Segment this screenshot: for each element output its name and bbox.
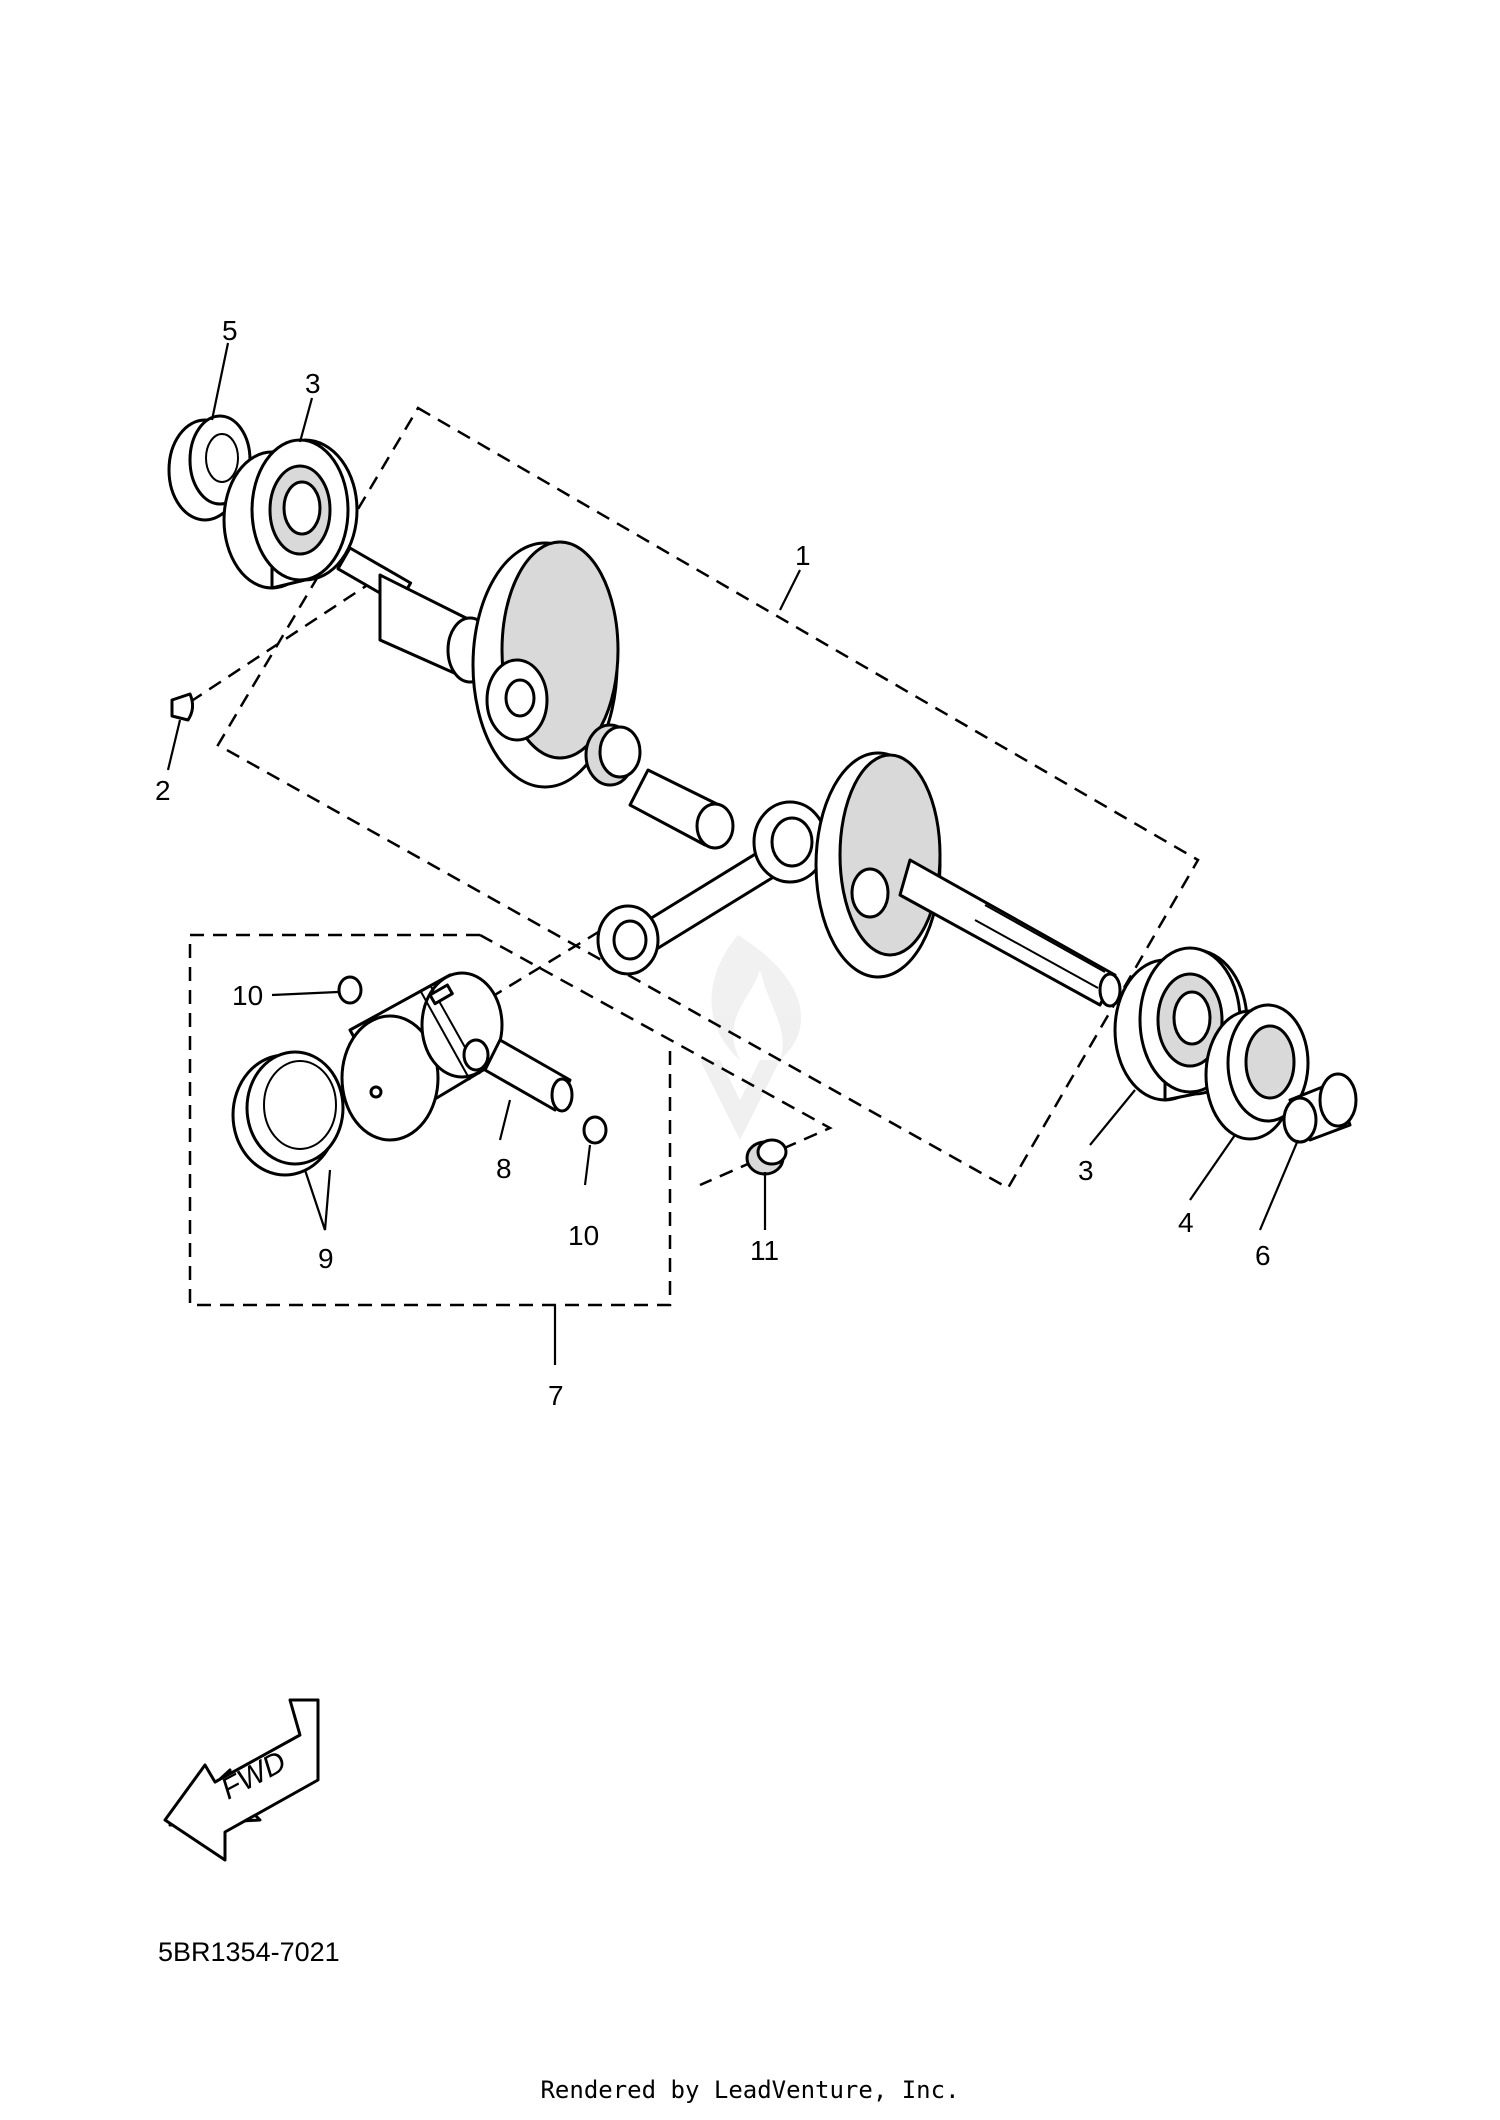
- crankshaft-assembly-outline: [216, 406, 1200, 1190]
- collar: [1282, 1072, 1358, 1144]
- piston-assembly-outline-upper: [479, 933, 833, 1187]
- callout-9: 9: [318, 1243, 334, 1274]
- callout-2: 2: [155, 775, 171, 806]
- leader-6: [1258, 1139, 1300, 1231]
- crank-pin: [628, 768, 735, 850]
- leader-10a: [271, 990, 339, 997]
- callout-7: 7: [548, 1380, 564, 1411]
- leader-3b: [1089, 1089, 1136, 1146]
- callout-11: 11: [750, 1235, 779, 1266]
- key-guide-line: [189, 576, 379, 704]
- needle-bearing-small-end: [745, 1138, 788, 1176]
- connecting-rod: [596, 800, 828, 976]
- bearing-right: [1113, 946, 1249, 1102]
- callout-10-lower: 10: [568, 1220, 599, 1251]
- fwd-arrow-icon: [163, 1698, 320, 1862]
- woodruff-key: [170, 692, 195, 722]
- crankshaft-left-half: [336, 540, 620, 789]
- diagram-code: 5BR1354-7021: [158, 1937, 340, 1967]
- leader-9: [303, 1169, 332, 1231]
- bearing-left: [222, 438, 359, 590]
- callout-10-upper: 10: [232, 980, 263, 1011]
- oil-seal-right: [1204, 1003, 1310, 1141]
- leader-3a: [298, 397, 314, 443]
- leader-1: [779, 569, 801, 611]
- callout-8: 8: [496, 1153, 512, 1184]
- rendered-by-footer: Rendered by LeadVenture, Inc.: [540, 2076, 960, 2104]
- piston-pin: [483, 1038, 574, 1113]
- leader-4: [1189, 1134, 1236, 1201]
- leader-10b: [583, 1144, 592, 1186]
- piston-rings: [231, 1050, 345, 1177]
- circlip-upper: [337, 975, 363, 1005]
- callout-1: 1: [795, 540, 811, 571]
- circlip-lower: [582, 1115, 608, 1145]
- crankshaft-right-half: [814, 751, 1122, 1008]
- leader-8: [498, 1099, 512, 1141]
- piston-assembly-outline: [188, 933, 672, 1307]
- callout-3-right: 3: [1078, 1155, 1094, 1186]
- piston: [340, 971, 504, 1142]
- needle-bearing-big-end: [584, 723, 642, 787]
- callout-6: 6: [1255, 1240, 1271, 1271]
- leader-2: [166, 719, 182, 771]
- callout-4: 4: [1178, 1207, 1194, 1238]
- callout-3-left: 3: [305, 368, 321, 399]
- leader-5: [210, 342, 230, 421]
- callout-5: 5: [222, 315, 238, 346]
- oil-seal-left: [167, 414, 252, 522]
- watermark-logo: [700, 935, 802, 1140]
